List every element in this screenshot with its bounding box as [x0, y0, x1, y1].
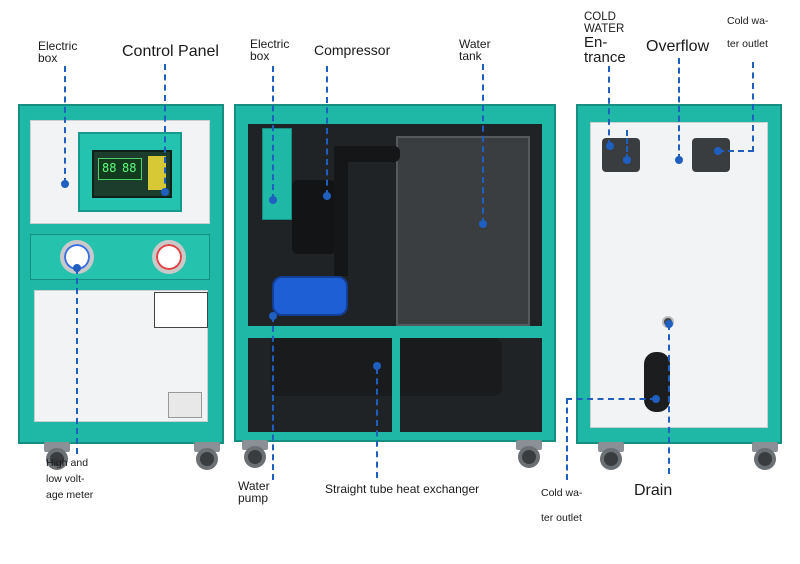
label-cold-water-entrance: COLD WATER En- trance [584, 11, 626, 66]
label-control-panel: Control Panel [122, 43, 219, 60]
leader-drain [668, 324, 670, 474]
label-water-tank: Water tank [459, 37, 491, 63]
dot-meter [73, 264, 81, 272]
compressor-body [292, 180, 336, 254]
post-1 [392, 338, 400, 432]
leader-overflow [678, 58, 680, 160]
dot-outlet-bottom [652, 395, 660, 403]
dot-entrance [606, 142, 614, 150]
wheel-icon [244, 446, 266, 468]
dot-water-tank [479, 220, 487, 228]
wheel-icon [600, 448, 622, 470]
leader-meter [76, 268, 78, 454]
shelf [248, 326, 542, 338]
label-drain: Drain [634, 482, 673, 499]
control-panel-screen: 88 88 [92, 150, 172, 198]
dot-heat-exchanger [373, 362, 381, 370]
heat-exchanger-body [270, 338, 502, 396]
water-pump-body [272, 276, 348, 316]
rear-panel [590, 122, 768, 428]
label-meter: High and low volt- age meter [46, 457, 94, 501]
label-water-pump: Water pump [238, 479, 270, 505]
pipe-vertical [334, 146, 348, 276]
high-pressure-gauge [152, 240, 186, 274]
label-overflow: Overflow [646, 38, 710, 55]
leader-compressor [326, 66, 328, 196]
label-electric-box-mid: Electric box [250, 37, 290, 63]
pipe-top [334, 146, 400, 162]
wheel-icon [46, 448, 68, 470]
dot-electric-box-mid [269, 196, 277, 204]
dot-overflow [675, 156, 683, 164]
outlet-fitting-bottom [644, 352, 670, 412]
leader-electric-box-left [64, 66, 66, 184]
dot-electric-box-left [61, 180, 69, 188]
label-compressor: Compressor [314, 42, 391, 58]
warning-sticker [154, 292, 208, 328]
leader-outlet-bottom [566, 398, 568, 480]
dot-outlet-top [714, 147, 722, 155]
leader-electric-box-mid [272, 66, 274, 200]
nameplate [168, 392, 202, 418]
leader-water-pump [272, 316, 274, 480]
leader-entrance [608, 66, 610, 146]
wheel-icon [196, 448, 218, 470]
wheel-icon [518, 446, 540, 468]
dot-control-panel [161, 188, 169, 196]
water-tank-body [396, 136, 530, 326]
label-cold-water-outlet-top: Cold wa- ter outlet [727, 15, 769, 50]
leader-water-tank [482, 64, 484, 224]
display-b: 88 [122, 161, 137, 175]
wheel-icon [754, 448, 776, 470]
leader-outlet-bottom-h [566, 398, 656, 400]
dot-drain [665, 320, 673, 328]
display-a: 88 [102, 161, 117, 175]
electric-box-inner [262, 128, 292, 220]
outlet-fitting-top [692, 138, 730, 172]
leader-control-panel [164, 64, 166, 194]
label-cold-water-outlet-bottom: Cold wa- ter outlet [541, 487, 583, 524]
dot-entrance-2 [623, 156, 631, 164]
dot-compressor [323, 192, 331, 200]
leader-heat-exchanger [376, 368, 378, 478]
leader-entrance-2 [626, 130, 628, 160]
leader-outlet-top-h [718, 150, 754, 152]
leader-outlet-top [752, 62, 754, 152]
label-heat-exchanger: Straight tube heat exchanger [325, 482, 480, 496]
dot-water-pump [269, 312, 277, 320]
label-electric-box-left: Electric box [38, 39, 78, 65]
